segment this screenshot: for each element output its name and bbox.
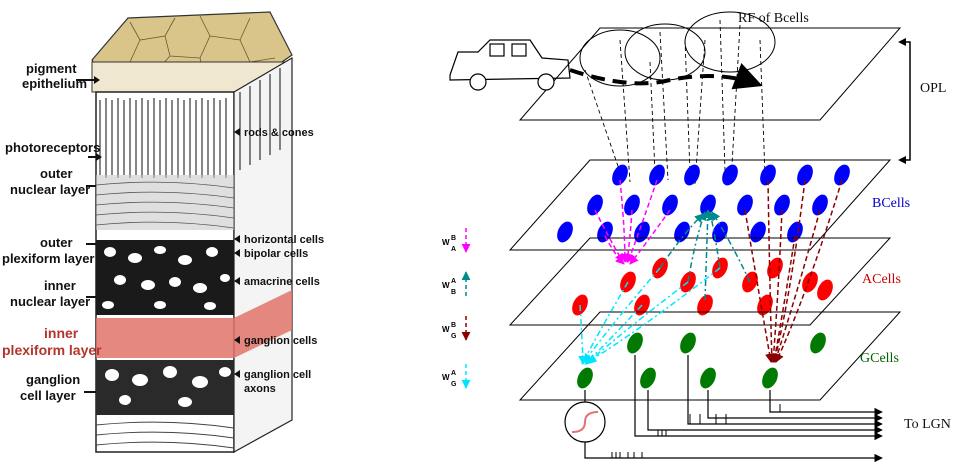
retina-cross-section: pigment epithelium photoreceptors outer … <box>0 0 340 463</box>
retina-left-labels: pigment epithelium photoreceptors outer … <box>2 61 102 403</box>
retina-illustration-svg: pigment epithelium photoreceptors outer … <box>2 11 324 454</box>
svg-text:A: A <box>451 246 456 253</box>
ganglion-cell-gaps <box>105 366 231 407</box>
label-nuclear-layer-2: nuclear layer <box>10 294 90 309</box>
acells-plane <box>508 237 892 326</box>
inner-nuclear-cell-gaps <box>102 246 230 310</box>
svg-text:W: W <box>442 238 450 247</box>
svg-text:G: G <box>451 381 457 388</box>
svg-text:W: W <box>442 281 450 290</box>
label-inner-1: inner <box>44 278 76 293</box>
legend-item-wab: W A B <box>442 271 471 296</box>
opl-label: OPL <box>920 81 946 96</box>
magenta-connections <box>594 179 671 265</box>
label-horizontal-cells: horizontal cells <box>244 234 324 246</box>
retina-network-diagram: RF of Bcells OPL <box>420 0 974 463</box>
bcells-group <box>557 164 850 243</box>
label-ganglion: ganglion <box>26 372 80 387</box>
inner-plexiform-highlight <box>96 290 292 358</box>
acells-group <box>572 257 833 316</box>
svg-text:A: A <box>451 278 456 285</box>
svg-text:W: W <box>442 373 450 382</box>
label-plexiform-layer-1: plexiform layer <box>2 251 95 266</box>
label-nuclear-layer-1: nuclear layer <box>10 182 90 197</box>
label-pigment: pigment <box>26 61 77 76</box>
weight-legend: W B A W A B W B G W A G <box>442 228 471 389</box>
rf-projection-lines <box>584 19 766 186</box>
opl-bracket <box>902 41 911 161</box>
svg-text:B: B <box>451 235 456 242</box>
to-lgn-label: To LGN <box>904 417 951 432</box>
darkred-connections <box>744 179 843 363</box>
label-outer-2: outer <box>40 235 73 250</box>
photoreceptor-stripes <box>99 68 281 178</box>
label-plexiform-layer-2: plexiform layer <box>2 342 102 358</box>
lgn-output-lines <box>584 355 883 463</box>
label-epithelium: epithelium <box>22 76 87 91</box>
gcells-label: GCells <box>860 351 899 366</box>
svg-text:G: G <box>451 333 457 340</box>
cyan-connections <box>578 267 721 365</box>
label-cell-layer: cell layer <box>20 388 76 403</box>
network-diagram-svg: RF of Bcells OPL <box>442 11 951 463</box>
bcells-label: BCells <box>872 196 910 211</box>
outer-nuclear-hatch <box>95 181 235 229</box>
svg-text:A: A <box>451 370 456 377</box>
label-ganglion-cell: ganglion cell <box>244 369 311 381</box>
gcells-plane <box>518 311 902 401</box>
rf-label: RF of Bcells <box>738 11 809 26</box>
label-ganglion-cells: ganglion cells <box>244 335 317 347</box>
legend-item-wag: W A G <box>442 364 471 389</box>
motion-trajectory <box>569 63 763 90</box>
label-outer-1: outer <box>40 166 73 181</box>
ganglion-axon-fibers <box>95 421 235 449</box>
teal-connections <box>659 209 751 301</box>
spike-ticks <box>611 404 781 458</box>
bcells-plane <box>508 159 892 251</box>
svg-text:W: W <box>442 325 450 334</box>
svg-text:B: B <box>451 322 456 329</box>
acells-label: ACells <box>862 272 901 287</box>
retina-right-labels: rods & cones horizontal cells bipolar ce… <box>234 127 324 395</box>
label-rods-cones: rods & cones <box>244 127 314 139</box>
legend-item-wba: W B A <box>442 228 471 253</box>
label-photoreceptors: photoreceptors <box>5 140 100 155</box>
car-stimulus <box>449 39 571 91</box>
label-axons: axons <box>244 383 276 395</box>
label-bipolar-cells: bipolar cells <box>244 248 308 260</box>
label-inner-2: inner <box>44 325 79 341</box>
svg-text:B: B <box>451 289 456 296</box>
sigmoid-curve <box>571 411 599 433</box>
label-amacrine-cells: amacrine cells <box>244 276 320 288</box>
gcells-group <box>577 332 826 389</box>
legend-item-wbg: W B G <box>442 316 471 341</box>
